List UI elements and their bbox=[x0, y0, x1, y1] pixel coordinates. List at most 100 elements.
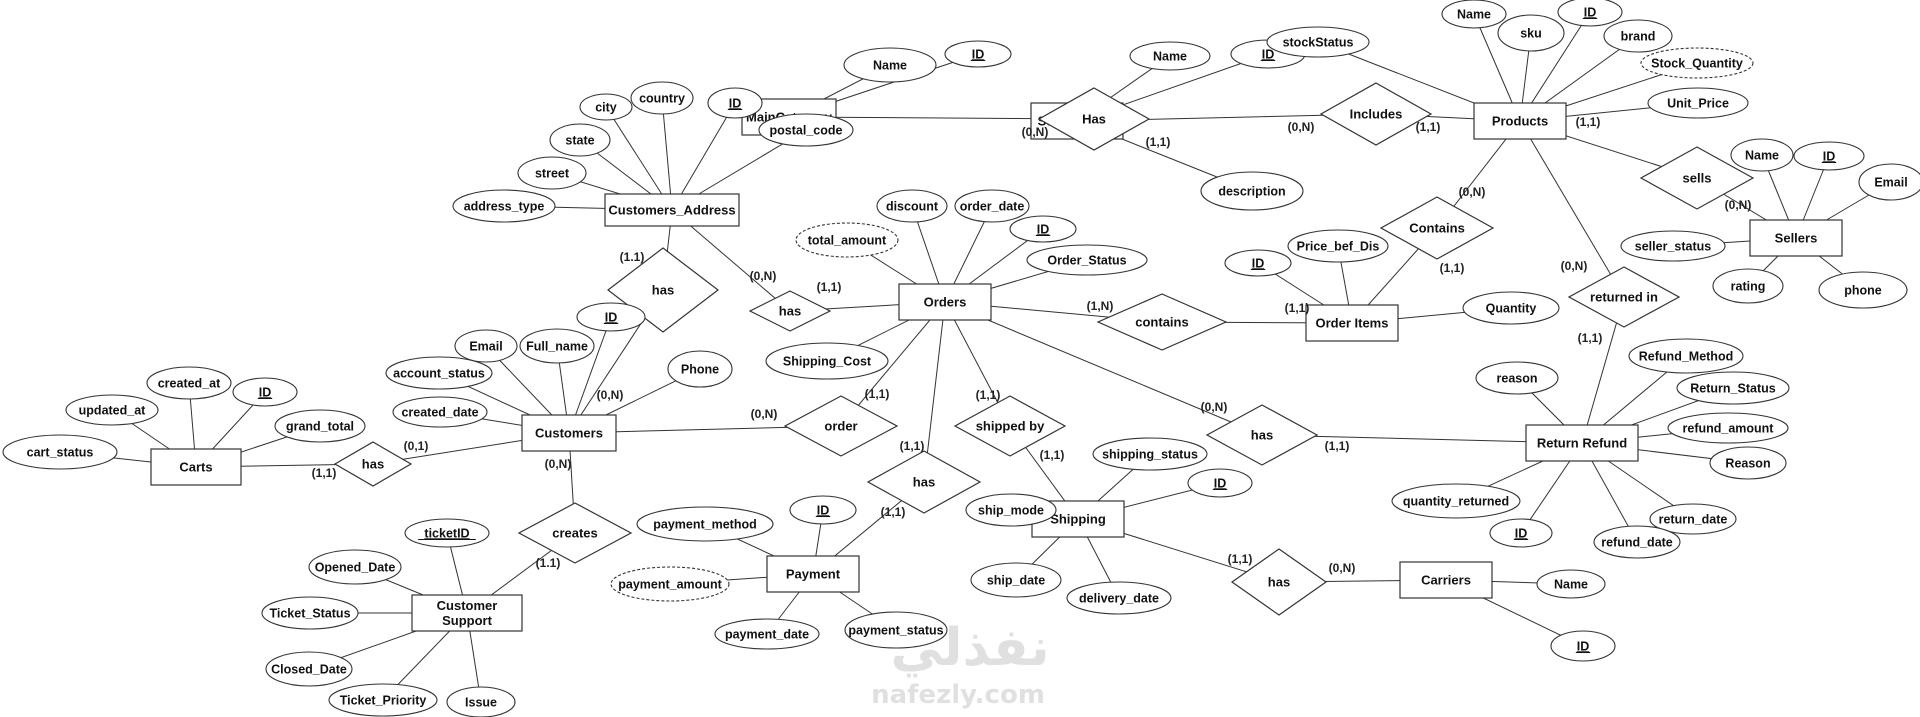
entity-carriers[interactable]: Carriers bbox=[1399, 561, 1493, 599]
attribute-orders-order-date[interactable]: order_date bbox=[954, 189, 1030, 223]
attribute-customers-address-address-type[interactable]: address_type bbox=[452, 189, 556, 223]
entity-orders[interactable]: Orders bbox=[898, 283, 992, 321]
relationship-contains-r-contains-prod[interactable]: Contains bbox=[1379, 196, 1495, 260]
attribute-maincategory-id[interactable]: ID bbox=[944, 40, 1012, 68]
attribute-customer-support-opened-date[interactable]: Opened_Date bbox=[308, 549, 402, 585]
attribute-payment-payment-date[interactable]: payment_date bbox=[714, 618, 820, 650]
attribute-carts-grand-total[interactable]: grand_total bbox=[274, 409, 366, 443]
attribute-products-sku[interactable]: sku bbox=[1497, 14, 1565, 52]
attribute-maincategory-name[interactable]: Name bbox=[843, 47, 937, 83]
relationship-has-r-has-carrier[interactable]: has bbox=[1230, 548, 1328, 616]
attribute-return-refund-refund-amount[interactable]: refund_amount bbox=[1667, 412, 1789, 444]
relationship-order-r-order[interactable]: order bbox=[783, 395, 899, 457]
attribute-return-refund-id[interactable]: ID bbox=[1489, 518, 1553, 548]
attribute-orders-id[interactable]: ID bbox=[1009, 215, 1077, 243]
attribute-products-brand[interactable]: brand bbox=[1603, 19, 1673, 53]
attribute-carts-cart-status[interactable]: cart_status bbox=[2, 434, 118, 470]
relationship-sells-r-sells[interactable]: sells bbox=[1639, 146, 1755, 210]
attribute-payment-payment-method[interactable]: payment_method bbox=[636, 506, 774, 542]
attribute-customer-support-issue[interactable]: Issue bbox=[446, 686, 516, 717]
attribute-carts-updated-at[interactable]: updated_at bbox=[65, 394, 159, 426]
attribute-orders-shipping-cost[interactable]: Shipping_Cost bbox=[765, 342, 889, 380]
attribute-sellers-name[interactable]: Name bbox=[1730, 138, 1794, 172]
entity-return-refund[interactable]: Return Refund bbox=[1525, 424, 1639, 462]
attribute-customers-address-street[interactable]: street bbox=[517, 156, 587, 190]
attribute-products-stock-quantity[interactable]: Stock_Quantity bbox=[1640, 47, 1754, 79]
attribute-orders-discount[interactable]: discount bbox=[876, 189, 948, 223]
relationship-has-r-has-return[interactable]: has bbox=[1205, 404, 1319, 466]
attribute-customers-address-postal-code[interactable]: postal_code bbox=[758, 113, 854, 147]
attribute-shipping-ship-date[interactable]: ship_date bbox=[970, 562, 1062, 598]
attribute-order-items-id[interactable]: ID bbox=[1224, 249, 1292, 277]
relationship-contains-r-contains[interactable]: contains bbox=[1096, 293, 1228, 351]
entity-box bbox=[1399, 561, 1493, 599]
attribute-customer-support-ticketid[interactable]: ticketID bbox=[404, 518, 490, 548]
attribute-shipping-id[interactable]: ID bbox=[1187, 468, 1253, 498]
relationship-shipped-by-r-shipped-by[interactable]: shipped by bbox=[953, 395, 1067, 457]
attribute-customers-phone[interactable]: Phone bbox=[667, 350, 733, 388]
entity-products[interactable]: Products bbox=[1473, 102, 1567, 140]
attribute-shipping-shipping-status[interactable]: shipping_status bbox=[1092, 437, 1208, 471]
attribute-sellers-rating[interactable]: rating bbox=[1712, 268, 1784, 304]
attribute-return-refund-reason[interactable]: Reason bbox=[1709, 446, 1787, 480]
attribute-payment-id[interactable]: ID bbox=[789, 495, 857, 525]
attribute-shipping-ship-mode[interactable]: ship_mode bbox=[965, 493, 1057, 527]
relationship-creates-r-creates[interactable]: creates bbox=[517, 502, 633, 564]
attribute-subcategory-name[interactable]: Name bbox=[1129, 41, 1211, 71]
attribute-return-refund-return-date[interactable]: return_date bbox=[1649, 503, 1737, 535]
relationship-has-r-has-cat[interactable]: Has bbox=[1037, 87, 1151, 151]
relationship-returned-in-r-returned-in[interactable]: returned in bbox=[1567, 266, 1681, 328]
attribute-customers-address-city[interactable]: city bbox=[579, 93, 633, 121]
entity-payment[interactable]: Payment bbox=[766, 555, 860, 593]
attribute-carts-id[interactable]: ID bbox=[232, 377, 298, 407]
attribute-customers-created-date[interactable]: created_date bbox=[392, 396, 488, 428]
attribute-return-refund-quantity-returned[interactable]: quantity_returned bbox=[1391, 483, 1521, 519]
attribute-customers-address-id[interactable]: ID bbox=[707, 87, 763, 119]
entity-customers[interactable]: Customers bbox=[521, 414, 617, 452]
attribute-customers-id[interactable]: ID bbox=[576, 302, 646, 332]
attribute-orders-order-status[interactable]: Order_Status bbox=[1026, 244, 1148, 276]
attribute-products-id[interactable]: ID bbox=[1557, 0, 1623, 27]
attribute-products-stockstatus[interactable]: stockStatus bbox=[1266, 26, 1370, 58]
attribute-return-refund-return-status[interactable]: Return_Status bbox=[1676, 371, 1790, 405]
attribute-sellers-id[interactable]: ID bbox=[1793, 141, 1865, 171]
entity-sellers[interactable]: Sellers bbox=[1749, 219, 1843, 257]
attribute-customers-address-state[interactable]: state bbox=[549, 123, 611, 157]
attribute-customers-account-status[interactable]: account_status bbox=[385, 356, 493, 390]
attribute-return-refund-refund-date[interactable]: refund_date bbox=[1593, 525, 1681, 559]
attribute-customer-support-ticket-priority[interactable]: Ticket_Priority bbox=[328, 683, 438, 717]
entity-customers-address[interactable]: Customers_Address bbox=[604, 193, 740, 227]
attribute-products-name[interactable]: Name bbox=[1441, 0, 1507, 29]
attribute-subcategory-description[interactable]: description bbox=[1200, 171, 1304, 211]
attribute-customers-address-country[interactable]: country bbox=[630, 81, 694, 115]
attribute-carriers-id[interactable]: ID bbox=[1550, 630, 1616, 662]
attribute-return-refund-refund-method[interactable]: Refund_Method bbox=[1628, 338, 1744, 374]
attribute-sellers-phone[interactable]: phone bbox=[1818, 271, 1908, 309]
relationship-has-r-has-pay[interactable]: has bbox=[866, 450, 982, 514]
attribute-return-refund-reason[interactable]: reason bbox=[1475, 361, 1559, 395]
attribute-label: Opened_Date bbox=[315, 560, 396, 574]
relationship-has-r-has-cart[interactable]: has bbox=[333, 441, 413, 487]
attribute-sellers-email[interactable]: Email bbox=[1858, 163, 1920, 201]
attribute-products-unit-price[interactable]: Unit_Price bbox=[1647, 87, 1749, 119]
attribute-customer-support-closed-date[interactable]: Closed_Date bbox=[265, 651, 353, 687]
attribute-payment-payment-amount[interactable]: payment_amount bbox=[610, 566, 730, 602]
relationship-includes-r-includes[interactable]: Includes bbox=[1319, 82, 1433, 146]
attribute-sellers-seller-status[interactable]: seller_status bbox=[1620, 230, 1726, 262]
attribute-orders-total-amount[interactable]: total_amount bbox=[795, 222, 899, 258]
attribute-order-items-quantity[interactable]: Quantity bbox=[1462, 291, 1560, 325]
attribute-customers-full-name[interactable]: Full_name bbox=[519, 328, 595, 364]
attribute-payment-payment-status[interactable]: payment_status bbox=[844, 611, 948, 649]
entity-order-items[interactable]: Order Items bbox=[1305, 304, 1399, 342]
attribute-carriers-name[interactable]: Name bbox=[1536, 569, 1606, 599]
entity-carts[interactable]: Carts bbox=[150, 448, 242, 486]
diagram-cardinalities: (0,N)(1,1)(0,N)(1,1)(1,1)(0,N)(0,N)(1,1)… bbox=[312, 115, 1752, 575]
attribute-shipping-delivery-date[interactable]: delivery_date bbox=[1066, 581, 1172, 615]
attribute-order-items-price-bef-dis[interactable]: Price_bef_Dis bbox=[1287, 229, 1389, 263]
attribute-carts-created-at[interactable]: created_at bbox=[146, 366, 232, 400]
relationship-has-r-has-ord-addr[interactable]: has bbox=[748, 290, 832, 332]
attribute-customers-email[interactable]: Email bbox=[454, 329, 518, 363]
attribute-label: updated_at bbox=[79, 403, 147, 417]
attribute-customer-support-ticket-status[interactable]: Ticket_Status bbox=[261, 596, 359, 630]
